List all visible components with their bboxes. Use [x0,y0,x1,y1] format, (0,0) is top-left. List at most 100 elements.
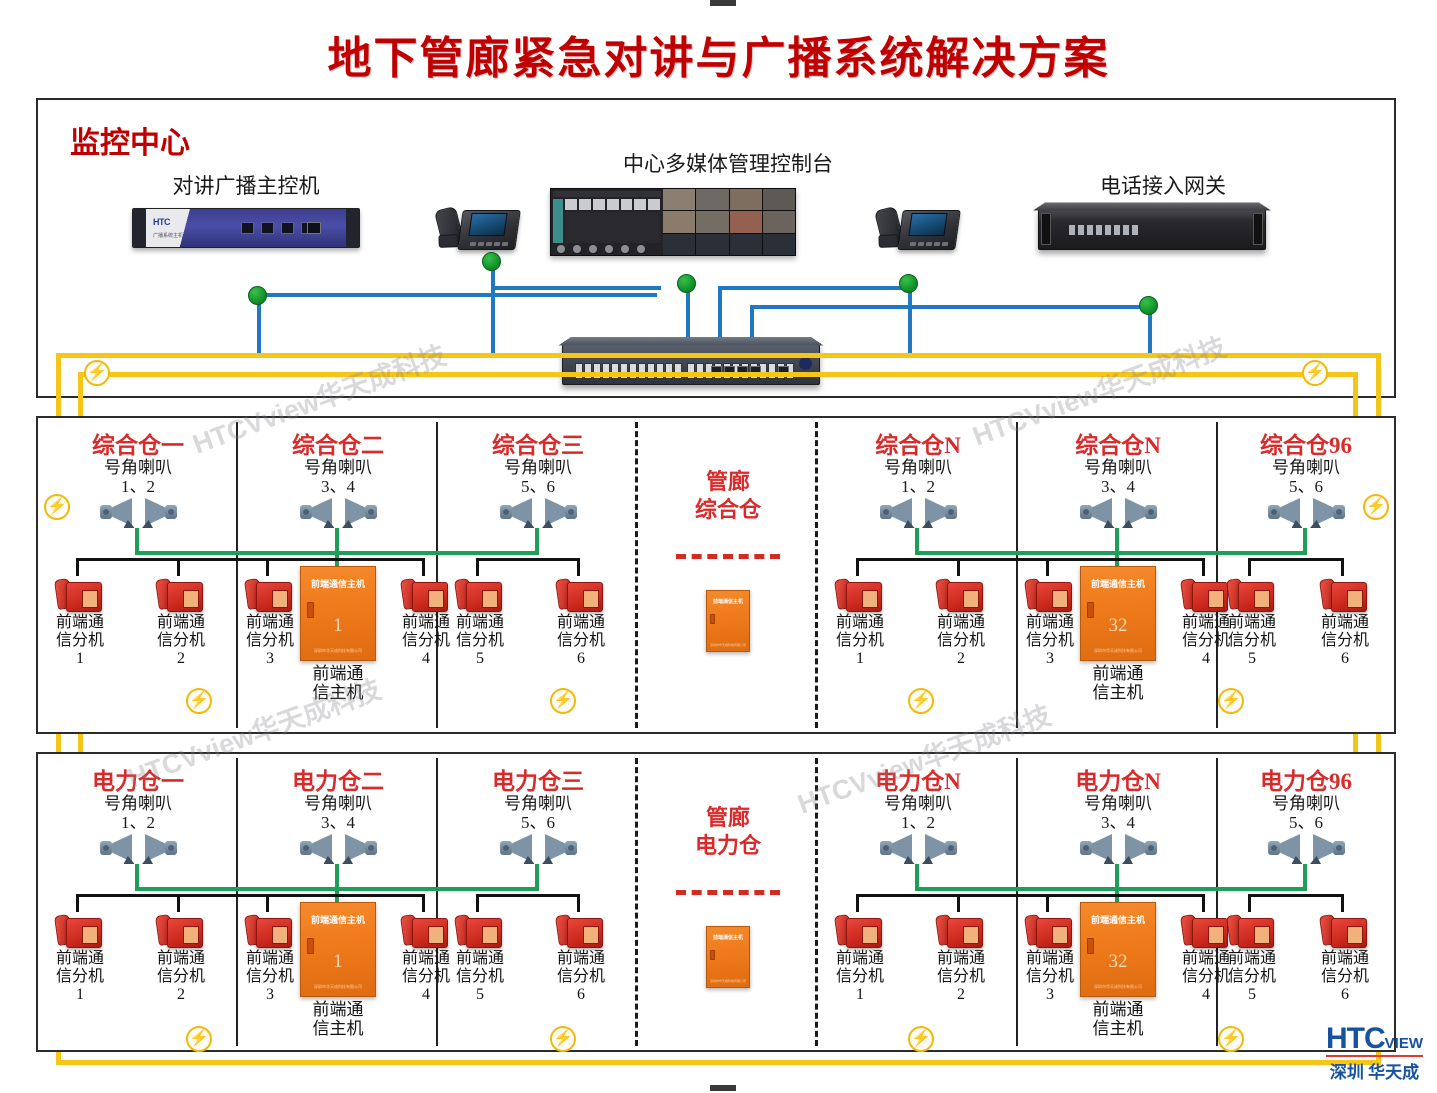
horn-speaker-icon [339,832,377,864]
speaker-label: 号角喇叭 1、2 [38,458,238,496]
host-latch-icon [306,938,314,955]
page-title: 地下管廊紧急对讲与广播系统解决方案 [327,34,1110,83]
horn-speaker-icon [299,832,338,864]
ethernet-link [718,286,722,353]
horn-speaker-icon [499,832,538,864]
bus-wire [76,558,79,576]
center-bay-title: 管廊 电力仓 [694,805,761,858]
speaker-label: 号角喇叭 3、4 [304,458,372,497]
horn-speaker-pair [1018,496,1218,528]
bus-wire [1046,894,1160,897]
fiber-bolt-icon: ⚡ [908,1026,934,1052]
bay-separator [236,422,238,728]
horn-speaker-icon [1079,832,1118,864]
bay-separator [236,758,238,1046]
host-caption: 前端通 信主机 [312,664,364,703]
extension-caption: 前端通 信分机 3 [245,614,294,667]
extension-caption: 前端通 信分机 4 [401,950,450,1003]
horn-speaker-icon [499,496,538,528]
host-footer-text: 深圳市华天成科技有限公司 [314,984,362,990]
ethernet-link [491,286,661,290]
horn-speaker-icon [1119,832,1157,864]
monitoring-center-label: 监控中心 [70,127,190,160]
host-latch-icon [710,613,716,624]
bay-separator [635,422,638,728]
horn-speaker-icon [339,496,377,528]
horn-speaker-icon [539,832,577,864]
speaker-label: 号角喇叭 3、4 [1084,794,1152,833]
switch-brand-icon [799,357,812,370]
host-latch-icon [306,602,314,619]
extension-caption: 前端通 信分机 6 [556,614,605,667]
host-footer-text: 深圳市华天成科技有限公司 [1094,648,1142,654]
bus-wire [1248,558,1344,561]
bay-separator [1016,758,1018,1046]
horn-speaker-pair [238,832,438,864]
audio-wire [535,864,539,891]
bay-power-2: 电力仓二 号角喇叭 3、4 前端通 信分机 3 前端通信主机 1 深圳市华天成科… [238,754,450,1050]
switch-sfp-ports [711,366,761,376]
bay-title: 综合仓N [875,433,961,458]
fiber-bolt-icon: ⚡ [550,1026,576,1052]
fiber-bolt-icon: ⚡ [1218,1026,1244,1052]
ethernet-link [1148,305,1152,353]
phone-keys [469,242,509,246]
network-node-icon [1139,296,1158,315]
bus-wire [177,894,180,912]
bay-comprehensive-3: 综合仓三 号角喇叭 5、6 前端通 信分机 5 前端通 信分机 6 [268,418,638,732]
bus-wire [177,558,180,576]
brand-subtitle: 深圳 华天成 [1326,1055,1423,1083]
extension-caption: 前端通 信分机 2 [936,950,985,1003]
fiber-ring-segment [56,1060,1381,1065]
audio-wire [1036,551,1307,555]
extension-caption: 前端通 信分机 6 [556,950,605,1003]
bay-title: 综合仓一 [92,433,184,458]
front-end-comm-host: 前端通信主机 32 深圳市华天成科技有限公司 [1080,902,1156,997]
bay-title: 电力仓一 [92,769,184,794]
bus-wire [856,558,859,576]
host-top-label: 前端通信主机 [310,915,365,926]
bus-wire [1046,558,1160,561]
extension-phone [934,910,983,948]
fiber-bolt-icon: ⚡ [186,688,212,714]
bus-wire [1341,558,1344,576]
network-node-icon [248,286,267,305]
extension-caption: 前端通 信分机 5 [455,614,504,667]
extension-phone [154,574,203,612]
bus-wire [1046,894,1049,912]
switch-port-group-1 [575,363,682,379]
bus-wire [266,894,380,897]
bay-power-3: 电力仓三 号角喇叭 5、6 前端通 信分机 5 前端通 信分机 6 [268,754,638,1050]
bay-comprehensive-n2: 综合仓N 号角喇叭 3、4 前端通 信分机 3 前端通信主机 32 深圳市华天成… [1018,418,1230,732]
bus-wire [1157,894,1205,897]
bay-title: 综合仓三 [492,433,584,458]
extension-phone [53,910,102,948]
rack-ear-left [1041,213,1051,245]
bus-wire [856,558,1180,561]
network-node-icon [482,252,501,271]
horn-speaker-pair [438,496,638,528]
bus-wire [476,894,580,897]
bus-wire [76,894,400,897]
fiber-ring-segment [78,372,1358,377]
horn-speaker-icon [919,496,957,528]
audio-wire [268,887,539,891]
extension-caption: 前端通 信分机 2 [936,614,985,667]
extension-caption: 前端通 信分机 5 [1227,950,1276,1003]
extension-phone [1318,910,1367,948]
audio-wire [135,864,139,891]
fiber-ring-segment [56,353,1381,358]
extension-caption: 前端通 信分机 6 [1320,614,1369,667]
bay-center-gallery-power: 管廊 电力仓 前端通信主机 深圳市华天成科技有限公司 [638,754,818,1050]
extension-caption: 前端通 信分机 4 [1181,950,1230,1003]
host-number: 1 [333,615,343,637]
host-top-label: 前端通信主机 [712,935,743,941]
bay-title: 综合仓二 [292,433,384,458]
bay-power-96: 电力仓96 号角喇叭 5、6 前端通 信分机 5 前端通 信分机 6 [1036,754,1394,1050]
horn-speaker-icon [879,832,918,864]
horn-speaker-icon [1267,832,1306,864]
extension-phone [934,574,983,612]
bus-wire [266,894,269,912]
phone-screen [908,213,948,236]
center-bay-title: 管廊 综合仓 [694,469,761,522]
